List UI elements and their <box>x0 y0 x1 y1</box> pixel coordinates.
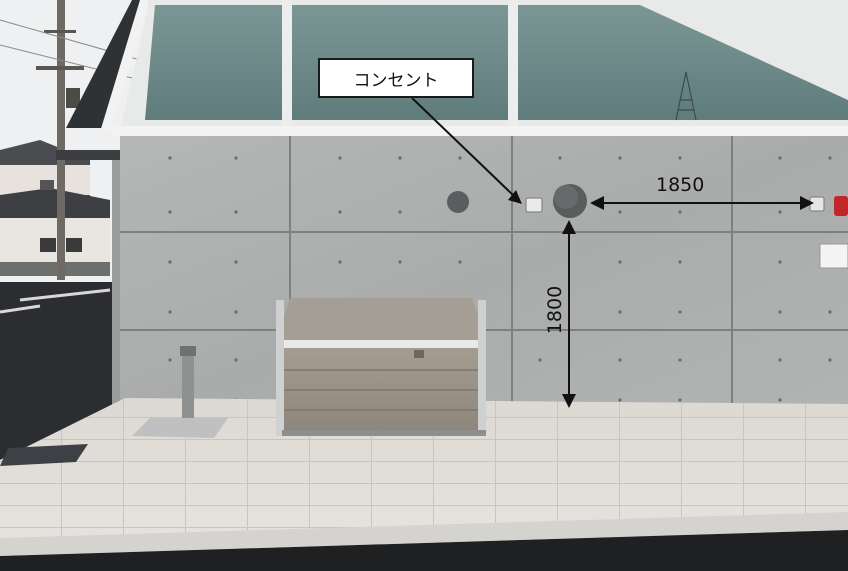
vertical-dimension-label: 1800 <box>544 285 566 335</box>
power-outlet <box>525 197 543 213</box>
vertical-arrowhead-bottom <box>562 394 576 408</box>
asphalt-lot <box>0 282 125 460</box>
annotation-arrows <box>411 97 814 408</box>
eave-trim <box>112 126 848 136</box>
background-houses <box>0 140 110 276</box>
wall-panel-joints <box>120 136 848 420</box>
water-tap <box>132 346 228 438</box>
horizontal-dimension-label: 1850 <box>656 174 705 196</box>
curb <box>0 512 848 556</box>
storage-box <box>276 298 486 436</box>
drain-grate <box>0 444 88 466</box>
vertical-arrowhead-top <box>562 220 576 234</box>
horizontal-arrowhead-left <box>590 196 604 210</box>
wall-sign <box>819 243 848 269</box>
gravel-ground <box>0 530 848 571</box>
form-tie-holes <box>168 156 832 402</box>
horizontal-arrowhead-right <box>800 196 814 210</box>
outlet-callout-label: コンセント <box>318 58 474 98</box>
glass-windows <box>120 0 848 130</box>
vent-cap-small <box>447 191 469 213</box>
alarm-light <box>834 196 848 216</box>
wall-outlet-right <box>809 196 825 212</box>
outlet-pointer-arrowhead <box>508 190 522 204</box>
outlet-pointer-arrow <box>411 97 515 197</box>
